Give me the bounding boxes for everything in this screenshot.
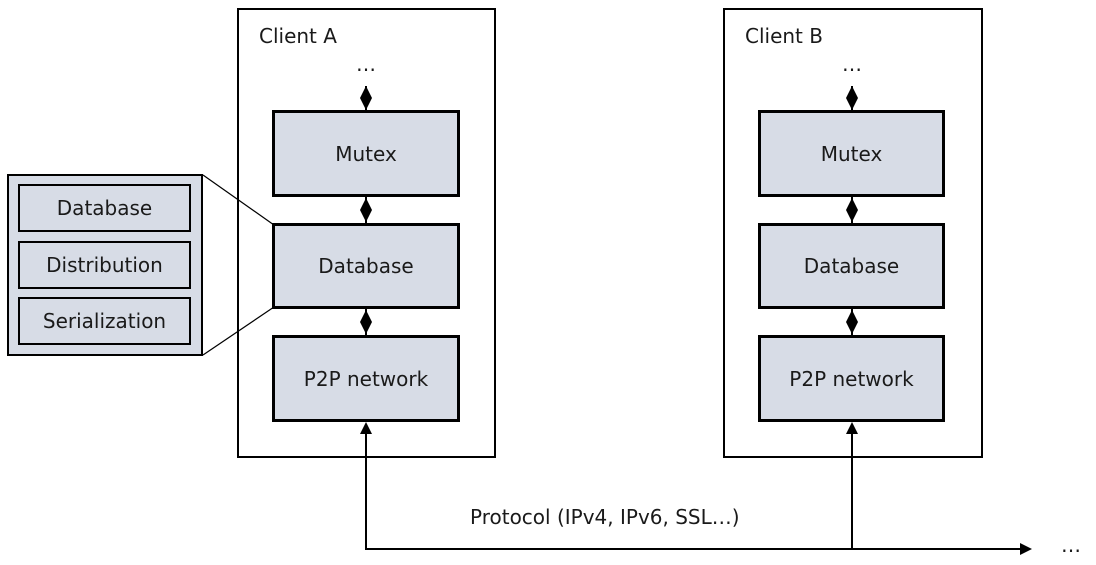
client-b-p2p-network-layer: P2P network [758,335,945,422]
client-a-p2p-network-layer: P2P network [272,335,460,422]
client-b-database-label: Database [803,254,900,278]
database-detail-panel: Database Distribution Serialization [7,174,203,356]
detail-serialization-label: Serialization [42,309,167,333]
detail-database-component: Database [18,184,191,232]
client-a-p2p-network-label: P2P network [303,366,429,391]
detail-distribution-label: Distribution [46,253,163,277]
client-b-top-ellipsis: … [842,52,862,76]
network-continuation-ellipsis: … [1061,533,1081,557]
detail-serialization-component: Serialization [18,297,191,345]
client-a-database-layer: Database [272,223,460,309]
client-b-mutex-label: Mutex [820,141,883,166]
client-b-p2p-network-label: P2P network [789,366,914,391]
client-a-title: Client A [259,24,337,48]
client-b-title: Client B [745,24,823,48]
detail-database-label: Database [56,196,153,220]
client-a-mutex-layer: Mutex [272,110,460,197]
client-a-top-ellipsis: … [356,52,376,76]
protocol-label: Protocol (IPv4, IPv6, SSL…) [470,505,740,529]
client-a-mutex-label: Mutex [335,141,397,166]
client-a-database-label: Database [318,254,414,278]
client-b-database-layer: Database [758,223,945,309]
client-b-mutex-layer: Mutex [758,110,945,197]
detail-distribution-component: Distribution [18,241,191,289]
